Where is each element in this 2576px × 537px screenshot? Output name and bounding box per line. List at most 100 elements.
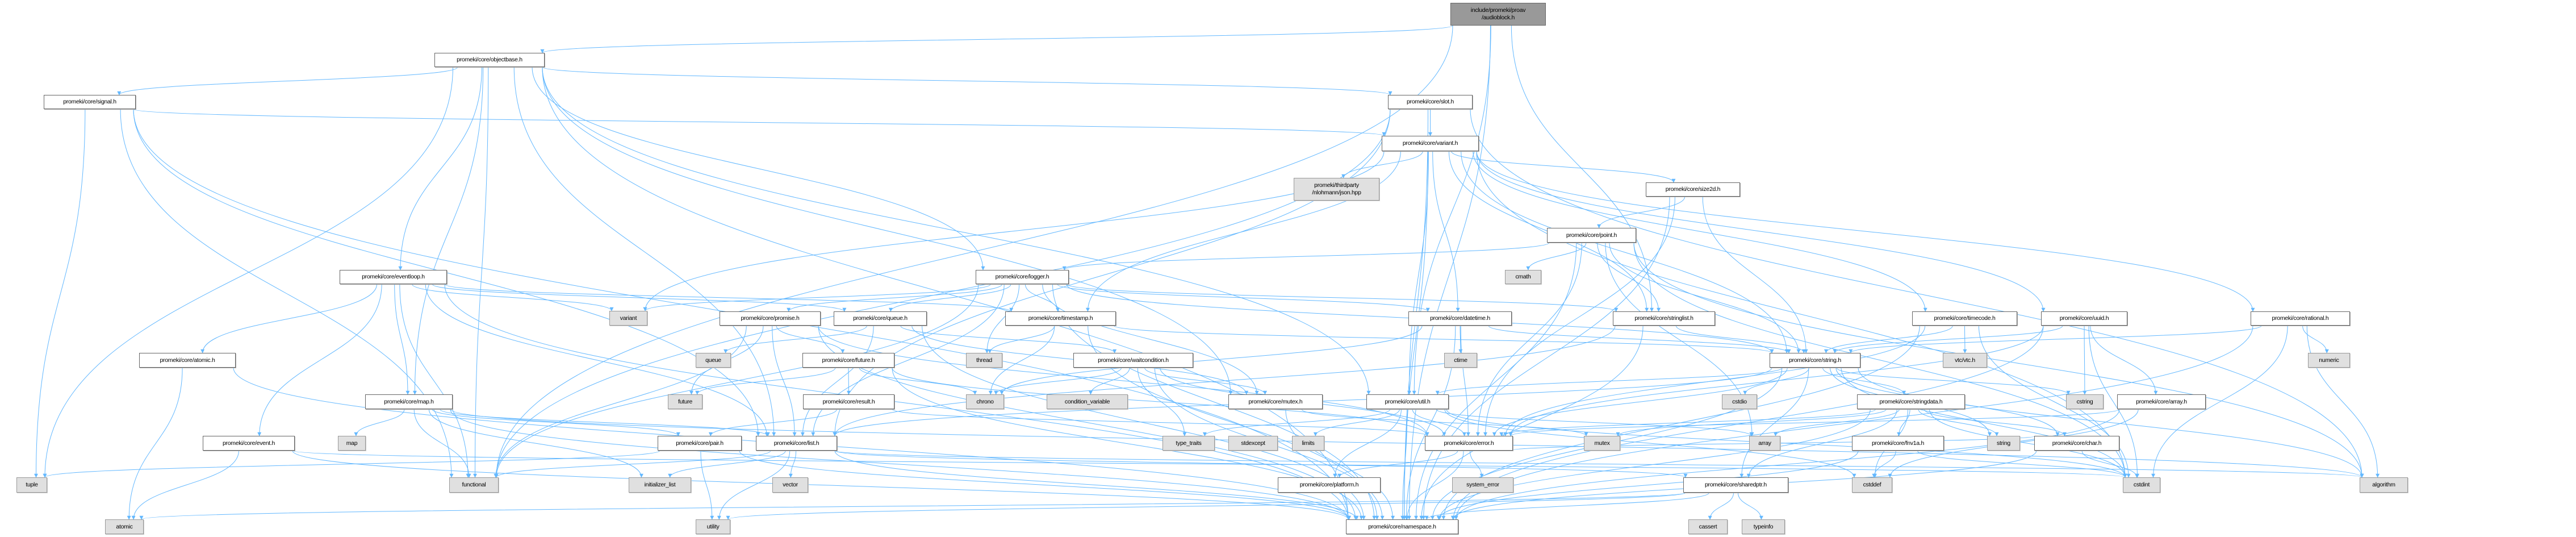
edge-queue_h-to-list [800, 325, 874, 436]
node-functional: functional [449, 477, 499, 493]
node-waitcondition[interactable]: promeki/core/waitcondition.h [1073, 353, 1193, 368]
node-numeric: numeric [2308, 353, 2350, 368]
edge-list-to-sharedptr [834, 450, 1688, 478]
edge-string_h-to-sharedptr [1739, 367, 1809, 478]
node-queue-std: queue [696, 353, 731, 368]
node-label: promeki/core/uuid.h [2059, 315, 2109, 322]
node-mutex-h[interactable]: promeki/core/mutex.h [1228, 394, 1323, 409]
node-stringdata[interactable]: promeki/core/stringdata.h [1857, 394, 1965, 409]
node-label: string [1997, 439, 2010, 447]
edge-eventloop-to-atomic_h [200, 284, 377, 353]
node-timecode[interactable]: promeki/core/timecode.h [1912, 311, 2017, 326]
edge-slot-to-functional [494, 109, 1391, 478]
edge-signal-to-functional [120, 109, 454, 478]
edge-point-to-stringlist [1597, 242, 1661, 312]
node-util[interactable]: promeki/core/util.h [1366, 394, 1449, 409]
node-ctime: ctime [1444, 353, 1477, 368]
edge-signal-to-tuple [34, 109, 86, 478]
node-point[interactable]: promeki/core/point.h [1547, 228, 1636, 243]
node-result[interactable]: promeki/core/result.h [803, 394, 894, 409]
node-map-h[interactable]: promeki/core/map.h [365, 394, 453, 409]
edge-rational-to-cstdint [2151, 325, 2288, 478]
node-eventloop[interactable]: promeki/core/eventloop.h [340, 270, 447, 284]
node-tuple: tuple [16, 477, 47, 493]
node-fnv1a[interactable]: promeki/core/fnv1a.h [1852, 436, 1944, 451]
edge-objectbase-to-util [542, 66, 1371, 395]
node-error[interactable]: promeki/core/error.h [1425, 436, 1513, 451]
edge-fnv1a-to-cstdint [1917, 450, 2127, 478]
node-logger[interactable]: promeki/core/logger.h [976, 270, 1069, 284]
node-queue-h[interactable]: promeki/core/queue.h [834, 311, 927, 326]
node-typeinfo: typeinfo [1742, 519, 1785, 534]
node-future-h[interactable]: promeki/core/future.h [802, 353, 894, 368]
node-label: typeinfo [1753, 523, 1774, 530]
node-sharedptr[interactable]: promeki/core/sharedptr.h [1683, 477, 1788, 493]
edge-map_h-to-initializer_list [428, 409, 643, 478]
edge-objectbase-to-signal [117, 66, 458, 95]
edge-eventloop-to-map_h [394, 284, 410, 395]
edge-list-to-namespace [834, 450, 1359, 520]
edge-future_h-to-namespace [892, 367, 1364, 520]
edge-waitcondition-to-chrono [994, 367, 1122, 395]
edge-datetime-to-error [1460, 325, 1470, 436]
edge-error-to-namespace [1405, 450, 1464, 520]
node-objectbase[interactable]: promeki/core/objectbase.h [434, 53, 545, 67]
node-namespace[interactable]: promeki/core/namespace.h [1346, 519, 1458, 534]
node-vector: vector [772, 477, 808, 493]
node-stdexcept: stdexcept [1228, 436, 1278, 451]
edge-stringdata-to-namespace [1437, 409, 1871, 520]
edge-timestamp-to-thread [988, 325, 1055, 353]
edge-variant_h-to-rational [1476, 151, 2255, 312]
node-string-h[interactable]: promeki/core/string.h [1770, 353, 1860, 368]
node-label: cstdint [2133, 481, 2150, 488]
edge-stringlist-to-namespace [1419, 325, 1644, 520]
node-label: promeki/core/char.h [2052, 439, 2102, 447]
node-rational[interactable]: promeki/core/rational.h [2251, 311, 2350, 326]
node-label: promeki/core/mutex.h [1248, 398, 1303, 405]
edge-uuid-to-array_h [2090, 325, 2158, 395]
edge-point-to-error [1475, 242, 1582, 436]
edge-list-to-algorithm [834, 450, 2364, 478]
node-string-std: string [1987, 436, 2020, 451]
edge-future_h-to-chrono [859, 367, 977, 395]
node-size2d[interactable]: promeki/core/size2d.h [1646, 182, 1740, 197]
node-signal[interactable]: promeki/core/signal.h [44, 95, 136, 109]
node-label: algorithm [2372, 481, 2395, 488]
node-event[interactable]: promeki/core/event.h [203, 436, 295, 451]
node-datetime[interactable]: promeki/core/datetime.h [1408, 311, 1512, 326]
node-char-h[interactable]: promeki/core/char.h [2034, 436, 2119, 451]
edge-logger-to-queue_h [888, 284, 1011, 312]
node-variant-h[interactable]: promeki/core/variant.h [1382, 136, 1479, 151]
node-atomic-h[interactable]: promeki/core/atomic.h [139, 353, 236, 368]
edge-queue_h-to-waitcondition [900, 325, 1117, 353]
node-stringlist[interactable]: promeki/core/stringlist.h [1613, 311, 1715, 326]
edge-logger-to-variant_std [643, 284, 992, 311]
node-array-h[interactable]: promeki/core/array.h [2117, 394, 2206, 409]
node-platform[interactable]: promeki/core/platform.h [1278, 477, 1381, 493]
edge-logger-to-datetime [1057, 284, 1430, 312]
edge-eventloop-to-functional [399, 284, 470, 478]
edge-promise-to-list [772, 325, 797, 436]
node-label: promeki/core/waitcondition.h [1098, 356, 1169, 364]
node-label: cmath [1515, 273, 1531, 280]
node-slot[interactable]: promeki/core/slot.h [1388, 95, 1473, 109]
node-label: promeki/core/timecode.h [1934, 315, 1996, 322]
node-pair[interactable]: promeki/core/pair.h [658, 436, 742, 451]
edge-variant_h-to-string_h [1461, 151, 1789, 353]
node-label: promeki/core/size2d.h [1665, 186, 1721, 193]
edge-event-to-cstdint [292, 450, 2127, 478]
node-label: limits [1302, 439, 1315, 447]
node-uuid[interactable]: promeki/core/uuid.h [2041, 311, 2127, 326]
node-label: promeki/core/error.h [1444, 439, 1494, 447]
node-label: promeki/core/timestamp.h [1028, 315, 1093, 322]
edge-error-to-platform [1337, 450, 1458, 478]
node-label: promeki/core/eventloop.h [362, 273, 425, 280]
node-label: future [678, 398, 693, 405]
edge-point-to-namespace [1414, 242, 1577, 520]
node-timestamp[interactable]: promeki/core/timestamp.h [1005, 311, 1116, 326]
node-list[interactable]: promeki/core/list.h [756, 436, 837, 451]
node-audioblock[interactable]: include/promeki/proav /audioblock.h [1450, 3, 1546, 26]
edge-pair-to-tuple [43, 450, 660, 478]
node-promise[interactable]: promeki/core/promise.h [720, 311, 821, 326]
